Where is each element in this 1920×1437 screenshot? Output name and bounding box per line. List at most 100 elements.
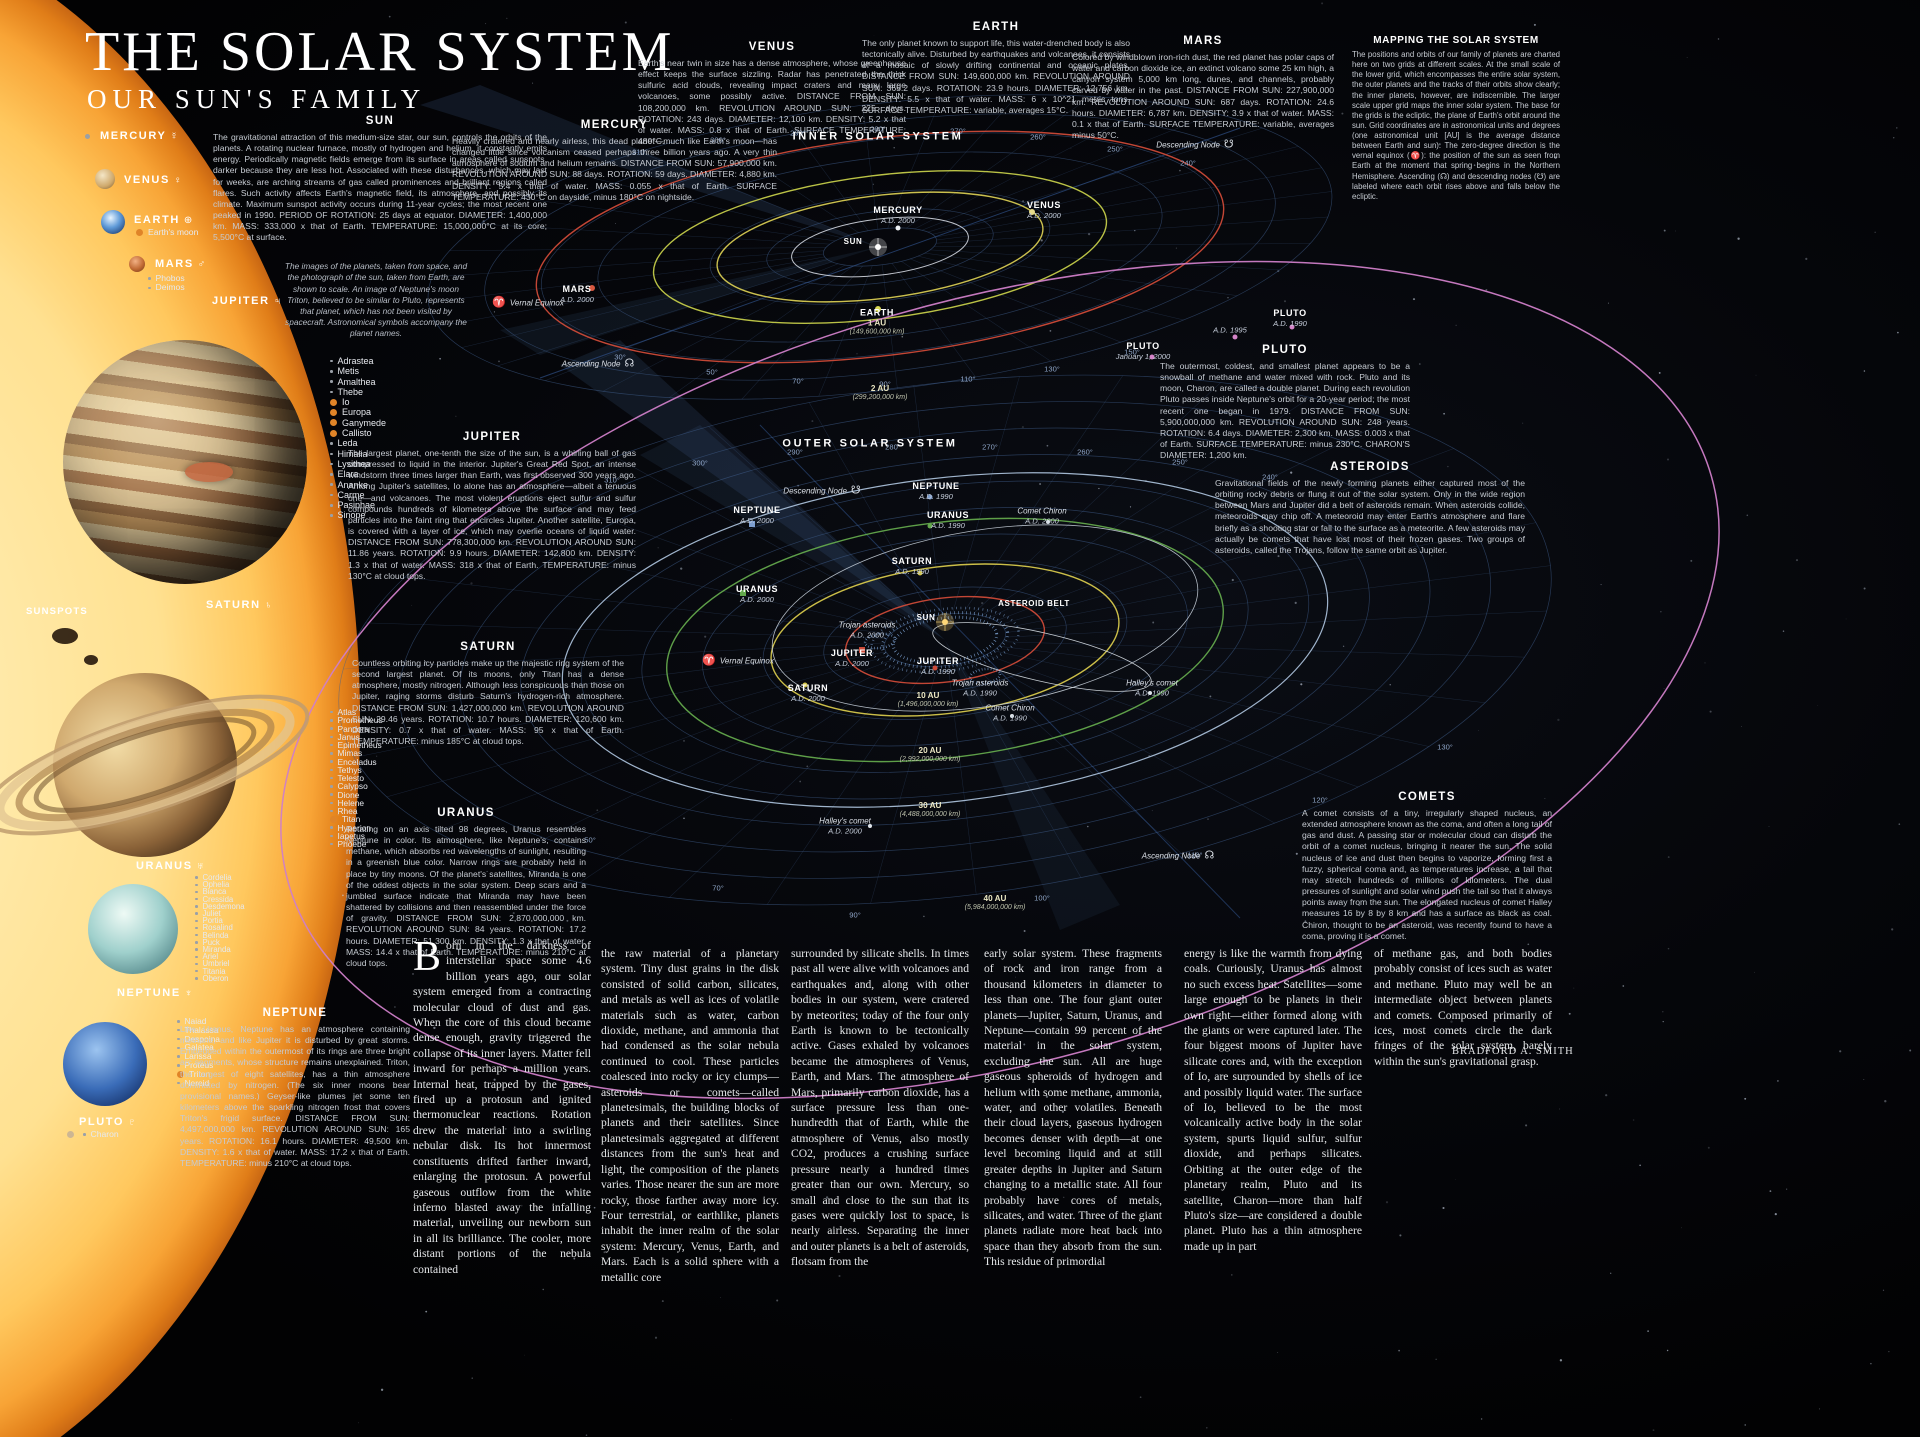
moon-name: Thebe <box>338 387 364 397</box>
degree-tick: 70° <box>712 884 723 893</box>
planet-label: SATURN <box>892 556 932 567</box>
neptune-image <box>63 1022 147 1106</box>
planet-name: MARS <box>155 258 194 270</box>
km-label: (1,496,000,000 km) <box>898 701 959 709</box>
degree-tick: 300° <box>692 459 708 468</box>
pluto-1995-label: A.D. 1995 <box>1213 325 1247 334</box>
ascending-node-icon: ☊ <box>624 357 634 369</box>
mars-symbol-icon: ♂ <box>198 259 206 270</box>
degree-tick: 90° <box>849 911 860 920</box>
neptune-symbol-icon: ♆ <box>185 988 193 999</box>
pluto-symbol-icon: ♇ <box>128 1117 136 1128</box>
moon-item: Amalthea <box>330 377 386 387</box>
mercury-symbol-icon: ☿ <box>170 131 178 142</box>
planet-name: PLUTO <box>79 1116 124 1128</box>
block-heading: SATURN <box>352 640 624 655</box>
descending-node-label: Descending Node <box>783 486 847 495</box>
sun-label: SUN <box>917 613 936 623</box>
trojans-label: Trojan asteroids <box>839 621 896 631</box>
moon-dot <box>195 963 198 966</box>
moon-dot <box>195 905 198 908</box>
uranus-symbol-icon: ♅ <box>197 861 205 872</box>
epoch-label: A.D. 2000 <box>873 216 922 225</box>
moon-dot <box>330 760 333 763</box>
km-label: (149,600,000 km) <box>850 328 905 336</box>
moon-dot <box>330 442 333 445</box>
mercury-image <box>85 134 90 139</box>
pluto-2000-label: PLUTOJanuary 1, 2000 <box>1116 341 1170 361</box>
inner-descending-node-label: Descending Node ☋ <box>1154 133 1235 152</box>
sidebar-label-earth: EARTH⊕ <box>134 214 192 226</box>
planet-label: NEPTUNE <box>912 481 959 492</box>
epoch-label: A.D. 1990 <box>927 521 969 530</box>
moon-name: Earth's moon <box>148 228 198 237</box>
au-label: 40 AU <box>965 894 1026 904</box>
moon-dot <box>330 816 337 823</box>
ascending-node-icon: ☊ <box>1204 849 1214 861</box>
planet-label: PLUTO <box>1116 341 1170 352</box>
inner-earth-label: EARTH1 AU(149,600,000 km) <box>850 307 905 336</box>
moon-dot <box>330 826 333 829</box>
au-label: 1 AU <box>850 318 905 328</box>
moon-dot <box>330 810 333 813</box>
vernal-equinox-label: Vernal Equinox <box>720 656 774 665</box>
moon-dot <box>195 948 198 951</box>
pluto-image <box>67 1131 74 1138</box>
planet-label: EARTH <box>850 307 905 318</box>
article-column: early solar system. These fragments of r… <box>984 946 1162 1270</box>
planet-name: SATURN <box>206 599 261 611</box>
degree-tick: 270° <box>982 443 998 452</box>
moon-dot <box>330 802 333 805</box>
moon-dot <box>148 277 151 280</box>
outer-uranus-2000-label: URANUSA.D. 2000 <box>736 584 778 604</box>
planet-label: NEPTUNE <box>733 505 780 516</box>
km-label: (5,984,000,000 km) <box>965 904 1026 912</box>
epoch-label: A.D. 1990 <box>1273 319 1307 328</box>
halley-1990-label: Halley's cometA.D. 1990 <box>1126 679 1178 698</box>
au-ring-label-10: 10 AU(1,496,000,000 km) <box>898 691 959 709</box>
moon-dot <box>330 483 333 486</box>
descending-node-label: Descending Node <box>1156 140 1220 149</box>
halley-2000-label: Halley's cometA.D. 2000 <box>819 817 871 836</box>
chiron-1990-label: Comet ChironA.D. 1990 <box>985 704 1034 723</box>
moon-dot <box>330 744 333 747</box>
block-body: Colored by windblown iron-rich dust, the… <box>1072 52 1334 141</box>
planet-label: JUPITER <box>831 648 873 659</box>
sidebar-label-neptune: NEPTUNE♆ <box>117 987 192 999</box>
outer-neptune-1990-label: NEPTUNEA.D. 1990 <box>912 481 959 501</box>
moon-item: Europa <box>330 407 386 417</box>
moon-item: Charon <box>83 1130 119 1139</box>
block-body: The positions and orbits of our family o… <box>1352 50 1560 202</box>
comet-label: Halley's comet <box>819 817 871 827</box>
moon-dot <box>330 380 333 383</box>
comets-text-block: COMETS A comet consists of a tiny, irreg… <box>1302 790 1552 942</box>
outer-uranus-1990-label: URANUSA.D. 1990 <box>927 510 969 530</box>
epoch-label: A.D. 1990 <box>1126 688 1178 697</box>
inner-diagram-title: INNER SOLAR SYSTEM <box>793 130 964 143</box>
outer-sun-label: SUN <box>917 613 936 623</box>
outer-ascending-node-label: Ascending Node☊ <box>1140 844 1217 863</box>
inner-vernal-label: ♈Vernal Equinox <box>490 291 566 310</box>
mars-moon-list: PhobosDeimos <box>148 274 185 293</box>
km-label: (299,200,000 km) <box>853 394 908 402</box>
sun-label: SUN <box>844 237 863 247</box>
moon-dot <box>330 463 333 466</box>
inner-2au-label: 2 AU(299,200,000 km) <box>853 384 908 402</box>
saturn-symbol-icon: ♄ <box>265 600 273 611</box>
sidebar-label-uranus: URANUS♅ <box>136 860 204 872</box>
diagram-title-text: OUTER SOLAR SYSTEM <box>782 437 957 450</box>
moon-dot <box>330 391 333 394</box>
epoch-label: A.D. 1990 <box>952 688 1009 697</box>
inner-mercury-label: MERCURYA.D. 2000 <box>873 205 922 225</box>
outer-saturn-1990-label: SATURNA.D. 1990 <box>892 556 932 576</box>
jupiter-symbol-icon: ♃ <box>274 296 282 307</box>
block-heading: COMETS <box>1302 790 1552 805</box>
descending-node-icon: ☋ <box>1224 138 1234 150</box>
venus-symbol-icon: ♀ <box>174 175 182 186</box>
asteroids-text-block: ASTEROIDS Gravitational fields of the ne… <box>1215 460 1525 556</box>
earth-moon-list: Earth's moon <box>136 228 198 237</box>
au-ring-label-20: 20 AU(2,992,000,000 km) <box>900 746 961 764</box>
article-column: the raw material of a planetary system. … <box>601 946 779 1285</box>
au-ring-label-30: 30 AU(4,488,000,000 km) <box>900 801 961 819</box>
planet-name: VENUS <box>124 174 170 186</box>
